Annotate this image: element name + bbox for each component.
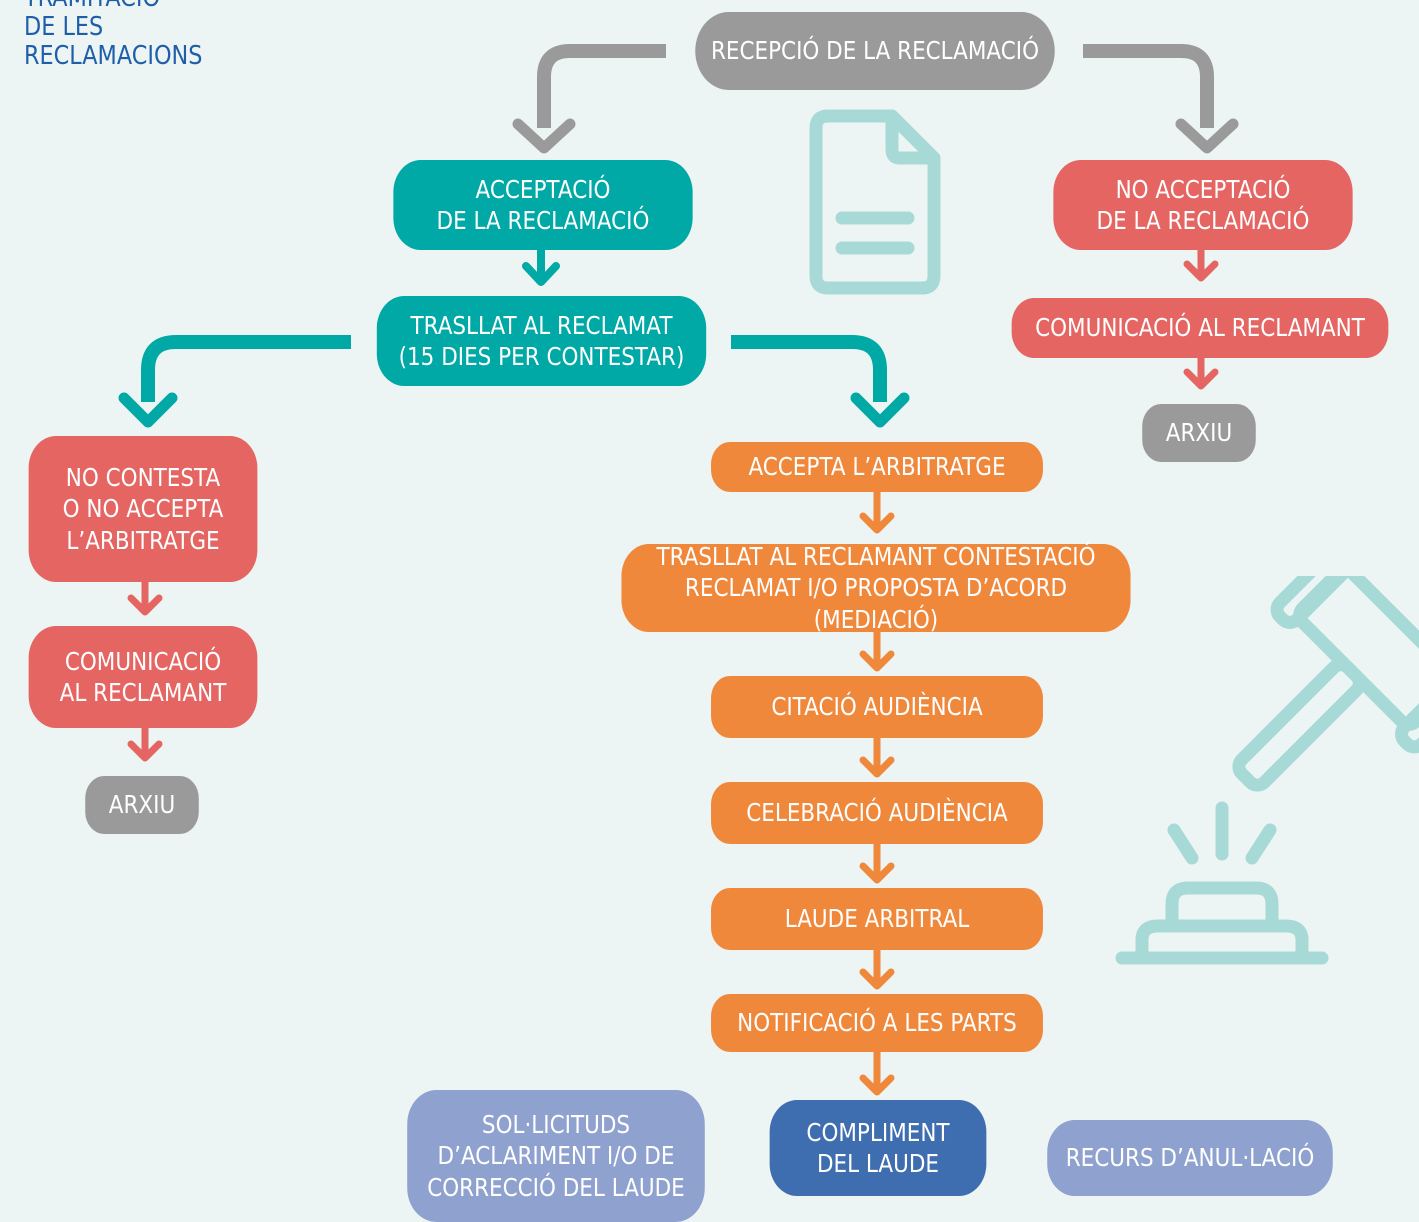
arrow-head-teal-right <box>850 392 910 428</box>
node-transfer-claimant: TRASLLAT AL RECLAMANT CONTESTACIÓ RECLAM… <box>621 542 1131 634</box>
node-communication-claimant-left: COMUNICACIÓ AL RECLAMANT <box>28 626 258 728</box>
arrow-head-teal-1 <box>522 262 560 286</box>
node-archive-left: ARXIU <box>85 776 199 834</box>
node-hearing-held: CELEBRACIÓ AUDIÈNCIA <box>711 782 1043 844</box>
document-icon <box>809 109 941 295</box>
arrow-head-grey-right <box>1175 118 1239 154</box>
bell-icon <box>1115 801 1329 965</box>
node-non-acceptance: NO ACCEPTACIÓ DE LA RECLAMACIÓ <box>1053 160 1353 250</box>
node-communication-claimant-right: COMUNICACIÓ AL RECLAMANT <box>1011 298 1389 358</box>
node-reception: RECEPCIÓ DE LA RECLAMACIÓ <box>695 12 1055 90</box>
node-accepts-arbitration: ACCEPTA L’ARBITRATGE <box>711 442 1043 492</box>
node-arbitral-award: LAUDE ARBITRAL <box>711 888 1043 950</box>
diagram-title: TRAMITACIÓ DE LES RECLAMACIONS <box>24 0 203 71</box>
node-hearing-summons: CITACIÓ AUDIÈNCIA <box>711 676 1043 738</box>
gavel-icon <box>1232 576 1419 792</box>
connector-transfer-left <box>141 335 351 402</box>
node-award-compliance: COMPLIMENT DEL LAUDE <box>769 1100 987 1196</box>
connector-transfer-right <box>731 335 887 402</box>
node-no-answer: NO CONTESTA O NO ACCEPTA L’ARBITRATGE <box>28 436 258 582</box>
node-archive-right: ARXIU <box>1142 404 1256 462</box>
node-notification: NOTIFICACIÓ A LES PARTS <box>711 994 1043 1052</box>
node-acceptance: ACCEPTACIÓ DE LA RECLAMACIÓ <box>393 160 693 250</box>
connector-reception-nonacceptance <box>1083 44 1214 128</box>
node-annulment-appeal: RECURS D’ANUL·LACIÓ <box>1047 1120 1333 1196</box>
node-transfer-respondent: TRASLLAT AL RECLAMAT (15 DIES PER CONTES… <box>376 296 707 386</box>
arrow-head-teal-left <box>118 392 178 428</box>
node-clarification-request: SOL·LICITUDS D’ACLARIMENT I/O DE CORRECC… <box>407 1090 705 1222</box>
connector-reception-acceptance <box>537 44 666 128</box>
arrow-head-grey-left <box>512 118 576 154</box>
